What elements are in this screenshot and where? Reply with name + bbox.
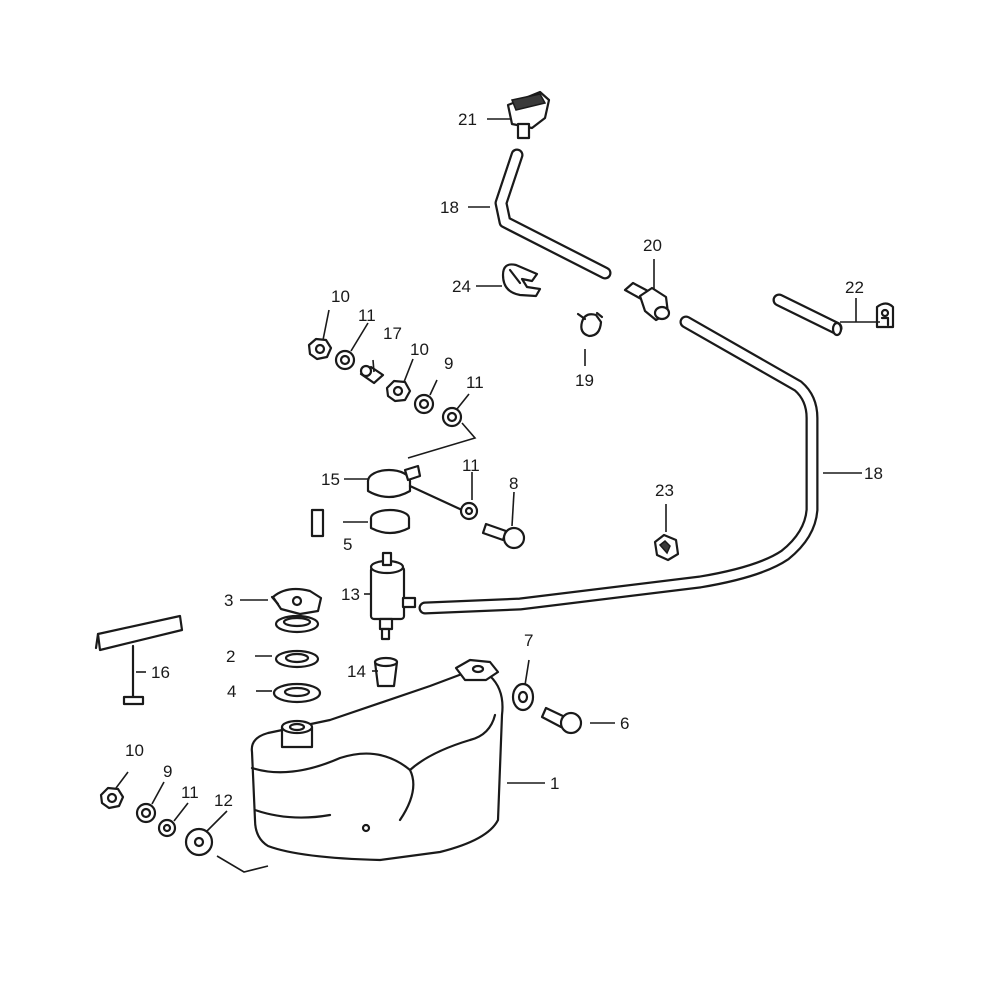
callout-9a: 9 bbox=[444, 354, 453, 373]
callout-18b: 18 bbox=[864, 464, 883, 483]
callout-labels: 1 2 3 4 5 6 7 8 9 9 10 10 10 11 11 11 11… bbox=[125, 110, 883, 810]
callout-18a: 18 bbox=[440, 198, 459, 217]
callout-10a: 10 bbox=[331, 287, 350, 306]
callout-21: 21 bbox=[458, 110, 477, 129]
lock-washer-upper bbox=[413, 393, 435, 415]
hose-connector bbox=[623, 281, 671, 322]
hose-clip bbox=[501, 263, 542, 298]
hose-lower bbox=[418, 315, 819, 615]
rubber-sleeve bbox=[310, 508, 411, 538]
callout-23: 23 bbox=[655, 481, 674, 500]
callout-11a: 11 bbox=[358, 306, 376, 325]
callout-6: 6 bbox=[620, 714, 629, 733]
mounting-strap bbox=[94, 614, 184, 706]
washer-lower-11 bbox=[157, 818, 177, 838]
nut-upper-middle bbox=[385, 379, 412, 403]
callout-20: 20 bbox=[643, 236, 662, 255]
short-hose bbox=[772, 293, 843, 337]
callout-14: 14 bbox=[347, 662, 366, 681]
callout-10c: 10 bbox=[125, 741, 144, 760]
callout-10b: 10 bbox=[410, 340, 429, 359]
mounting-bolt-upper bbox=[481, 522, 526, 550]
nut-upper-left bbox=[307, 337, 333, 361]
callout-24: 24 bbox=[452, 277, 471, 296]
callout-17: 17 bbox=[383, 324, 402, 343]
washer-fluid-tank bbox=[250, 658, 504, 862]
pump-filter bbox=[373, 656, 399, 688]
hose-upper bbox=[494, 148, 612, 280]
callout-22: 22 bbox=[845, 278, 864, 297]
mounting-bolt-lower bbox=[540, 706, 583, 735]
grommet bbox=[653, 533, 680, 562]
lock-washer-lower bbox=[135, 802, 157, 824]
callout-13: 13 bbox=[341, 585, 360, 604]
callout-11b: 11 bbox=[466, 373, 484, 392]
assembly-line-upper bbox=[407, 422, 477, 459]
callout-3: 3 bbox=[224, 591, 233, 610]
callout-11d: 11 bbox=[181, 783, 199, 802]
tank-grommet bbox=[511, 682, 535, 712]
washer-upper-11b bbox=[441, 406, 463, 428]
tank-neck-gasket bbox=[272, 682, 322, 704]
tank-cap bbox=[270, 587, 323, 634]
tank-neck-nut bbox=[274, 649, 320, 669]
nut-lower bbox=[99, 786, 125, 810]
callout-7: 7 bbox=[524, 631, 533, 650]
hose-end-clip bbox=[875, 302, 895, 329]
leader-lines bbox=[115, 118, 880, 833]
washer-upper-11a bbox=[334, 349, 356, 371]
spacer-sleeve bbox=[359, 364, 385, 385]
washer-pump bbox=[369, 551, 417, 641]
callout-9b: 9 bbox=[163, 762, 172, 781]
callout-12: 12 bbox=[214, 791, 233, 810]
callout-2: 2 bbox=[226, 647, 235, 666]
callout-16: 16 bbox=[151, 663, 170, 682]
callout-11c: 11 bbox=[462, 456, 480, 475]
pump-bracket bbox=[366, 464, 464, 512]
assembly-line-lower bbox=[216, 855, 269, 873]
callout-8: 8 bbox=[509, 474, 518, 493]
callout-5: 5 bbox=[343, 535, 352, 554]
callout-1: 1 bbox=[550, 774, 559, 793]
hose-clamp-ring bbox=[576, 311, 604, 338]
callout-19: 19 bbox=[575, 371, 594, 390]
callout-15: 15 bbox=[321, 470, 340, 489]
washer-bracket-11 bbox=[459, 501, 479, 521]
washer-nozzle bbox=[506, 90, 551, 140]
callout-4: 4 bbox=[227, 682, 236, 701]
large-washer-lower bbox=[184, 827, 214, 857]
